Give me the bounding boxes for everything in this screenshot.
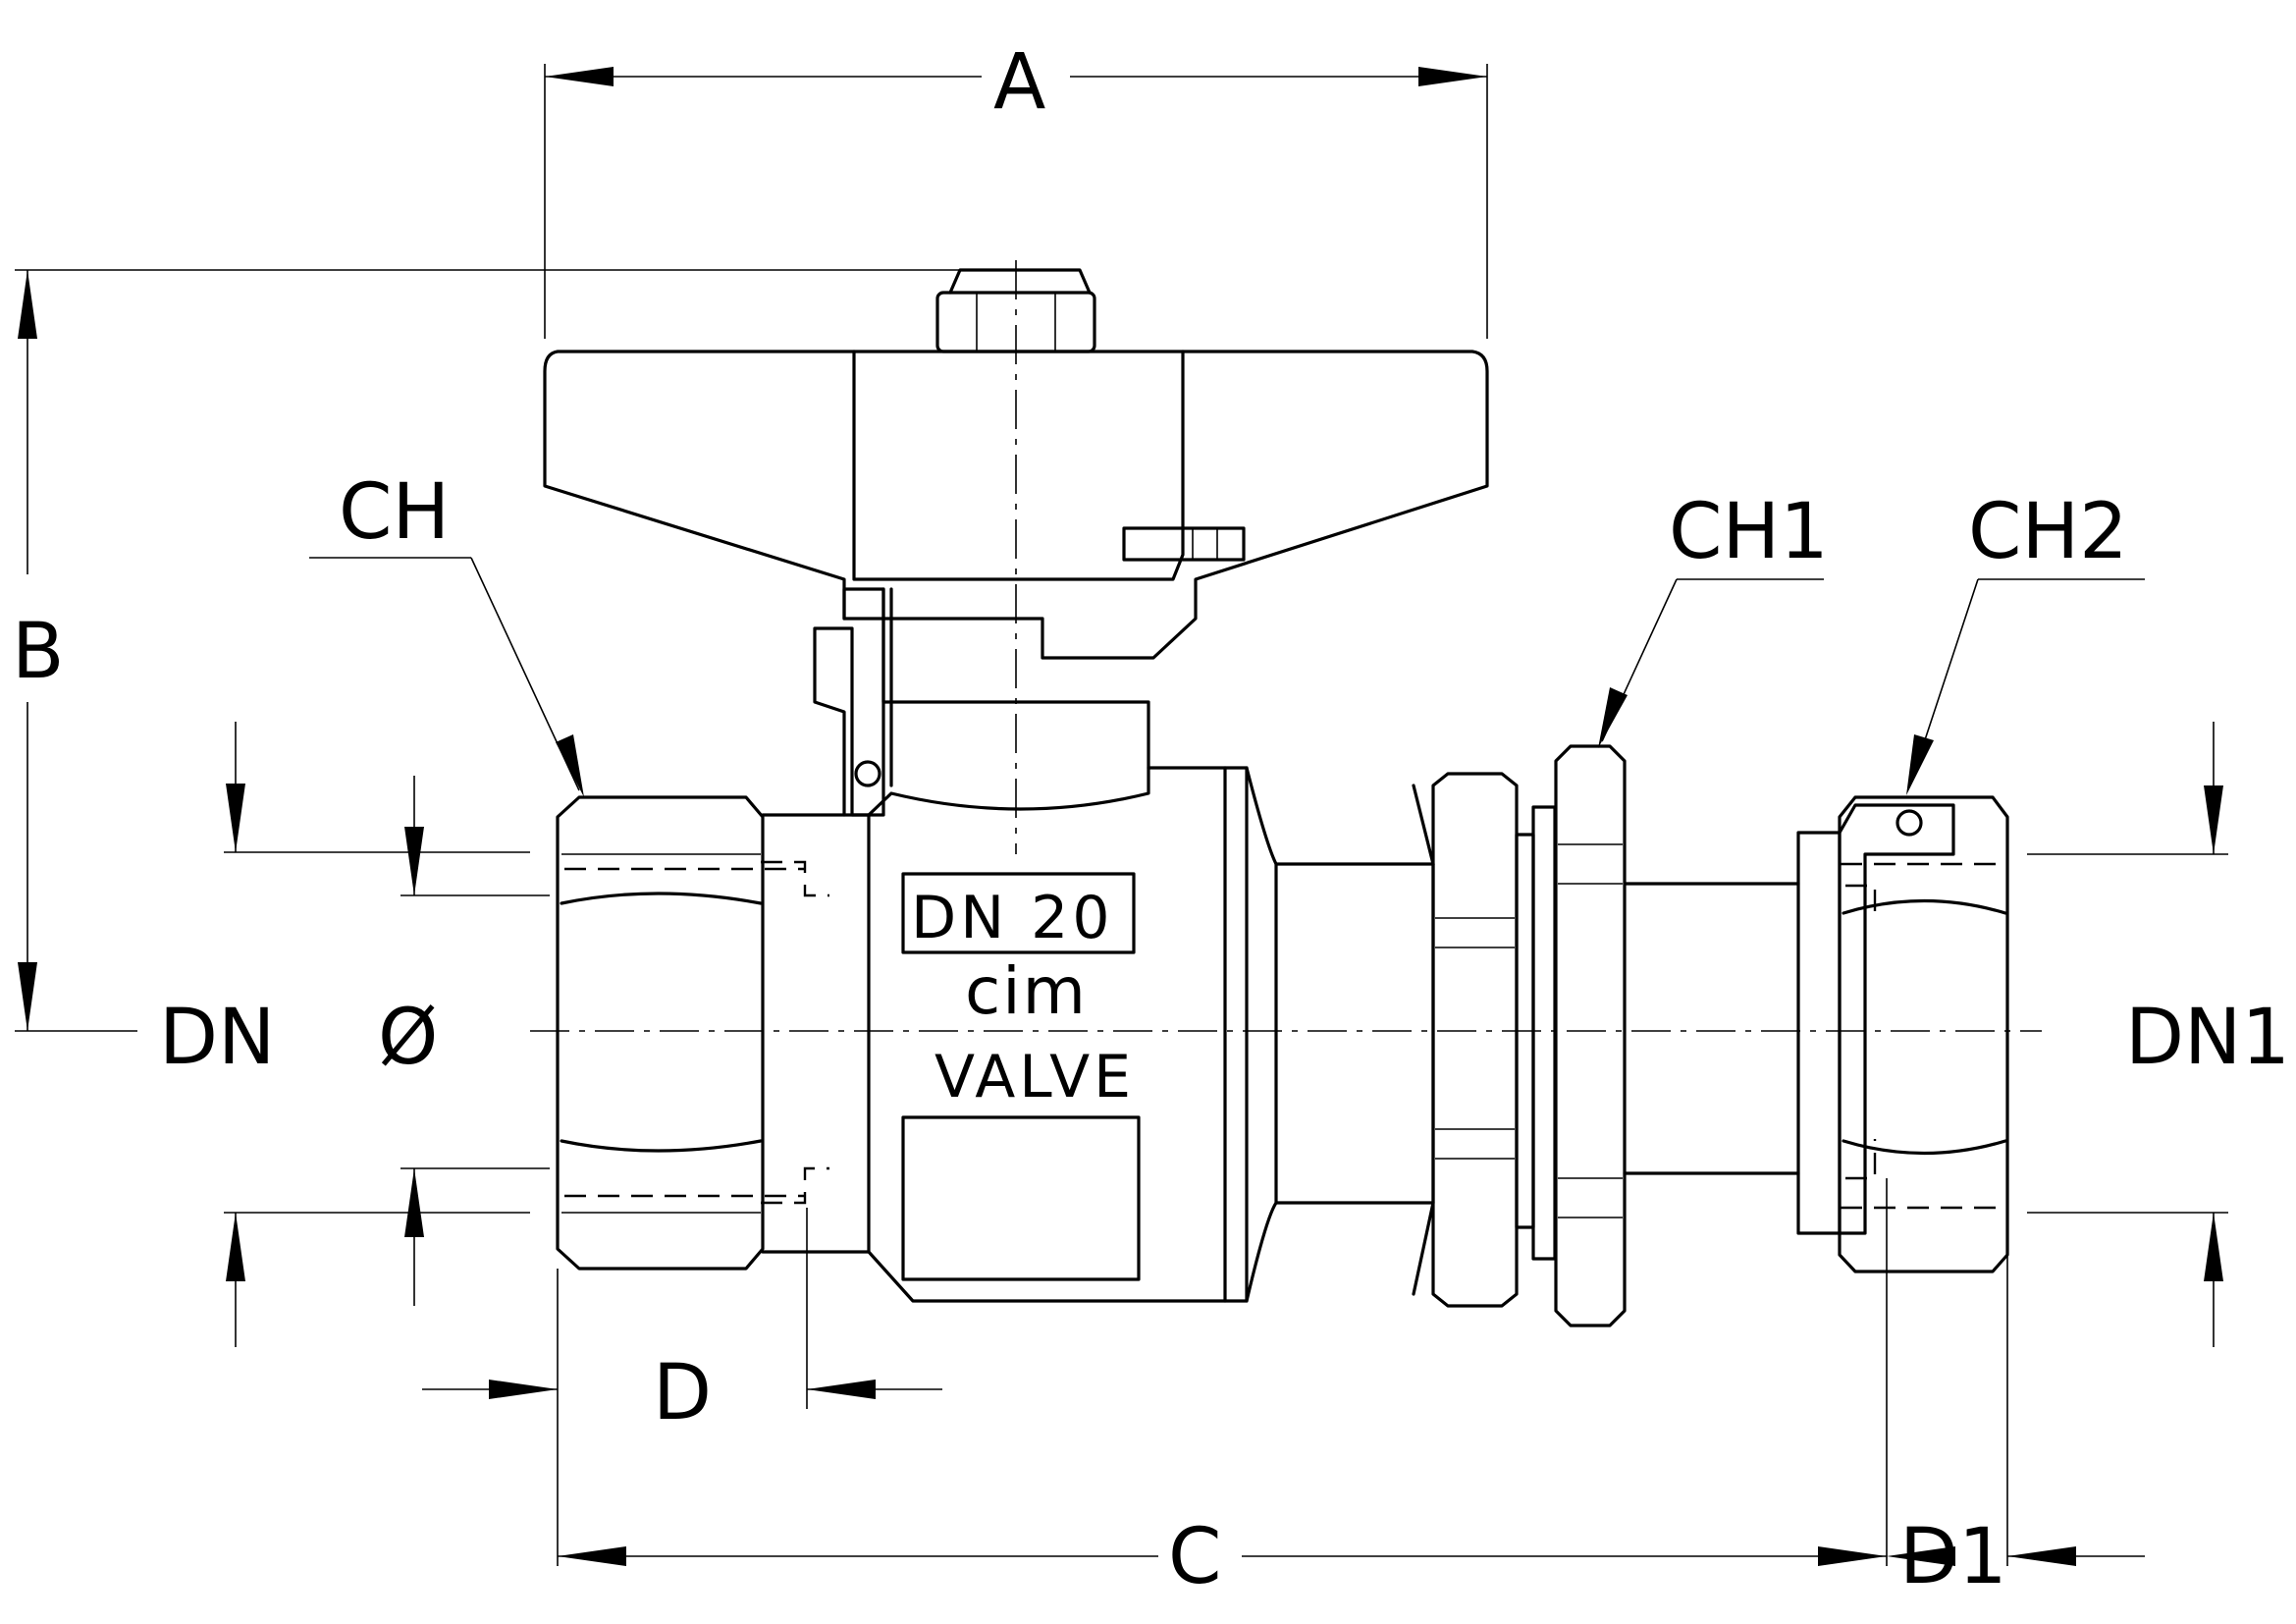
tube-collar [1796,831,1842,1235]
dim-phi-arrow-top [404,827,424,895]
ch2-nut-flat-top [1842,898,2007,915]
left-hex-outline [556,795,765,1271]
ch1-nut-outline [1554,744,1627,1327]
handle-stop-tab [1122,526,1246,562]
union-hex-1 [1431,772,1519,1308]
body-size-marking: DN 20 [911,884,1114,952]
dim-dn-label: DN [159,994,275,1082]
union-hex-1-chamfer-top [1412,784,1435,866]
ch2-locking-clip [1838,803,1955,1235]
leader-ch2: CH2 [1906,488,2145,795]
union-section [1274,772,1557,1308]
bonnet-body [881,587,1150,770]
body-right-shoulder [1245,766,1278,1303]
dim-dn1-arrow-bottom [2204,1213,2223,1281]
dimension-dn1: DN1 [2027,722,2290,1347]
ch1-hex-nut [1554,744,1627,1327]
bonnet-left-tab [813,587,885,817]
stem-nut [935,268,1096,353]
dim-dn1-label: DN1 [2125,994,2290,1082]
dim-a-label: A [993,38,1045,127]
dim-phi-label: Ø [378,994,438,1082]
leader-ch1-label: CH1 [1669,488,1829,576]
body-left-neck [761,813,871,1254]
leader-ch1-arrow [1598,687,1628,748]
leader-ch: CH [309,468,584,797]
left-hex-flat-top [560,892,763,905]
dimension-dn: DN [159,722,530,1347]
dim-d-label: D [653,1349,712,1437]
body-brand-marking: cim [965,953,1088,1029]
stem-nut-body [935,291,1096,353]
dim-b-arrow-top [18,270,37,339]
dimension-a: A [544,38,1488,339]
left-hex-flat-bottom [560,1139,763,1153]
center-lines [530,260,2042,1032]
valve-body: DN 20 cim VALVE [761,766,1278,1303]
bonnet-detent-pin [854,760,881,787]
dim-d-arrow-right [807,1380,876,1399]
ch2-bore-bottom [1845,1139,1877,1180]
tailpiece-tube [1623,831,1842,1235]
ch2-nut-flat-bottom [1842,1139,2007,1156]
dim-dn-arrow-bottom [226,1213,245,1281]
dim-d1-arrow-left [1887,1546,1955,1566]
dim-c-arrow-right [1818,1546,1887,1566]
dim-d-arrow-left [489,1380,558,1399]
stem-nut-cap [948,268,1092,295]
union-washer-inner [1515,833,1535,1229]
dim-dn-arrow-top [226,784,245,852]
handle-outline [543,350,1489,660]
handle-center-plate [852,350,1185,581]
ch2-right-nut [1838,795,2009,1273]
leader-ch-label: CH [339,468,450,557]
ch2-bore-top [1845,884,1877,923]
body-valve-marking: VALVE [934,1043,1135,1111]
body-marking-plate-bottom [901,1115,1141,1281]
dim-d1-arrow-right [2007,1546,2076,1566]
dim-d1-label: D1 [1899,1513,2007,1601]
leader-ch2-label: CH2 [1968,488,2128,576]
dimension-d1: D1 [1887,1255,2145,1601]
butterfly-handle [543,350,1489,660]
leader-ch-arrow [556,734,584,797]
dim-phi-arrow-bottom [404,1168,424,1237]
body-marking-plate-top [901,872,1136,954]
dim-c-arrow-left [558,1546,626,1566]
dim-a-arrow-right [1418,67,1487,86]
union-hex-1-chamfer-bottom [1412,1201,1435,1296]
dimension-d: D [422,1208,942,1566]
left-bore-top [761,860,829,897]
dim-a-arrow-left [545,67,614,86]
leader-ch1: CH1 [1598,488,1829,748]
dimension-b: B [12,269,991,1032]
ch2-nut-outline [1838,795,2009,1273]
dim-b-arrow-bottom [18,962,37,1031]
dimension-phi: Ø [378,776,550,1306]
union-washer [1531,805,1557,1261]
dim-dn1-arrow-top [2204,785,2223,854]
body-outline [867,766,1249,1303]
dimension-c: C [558,1178,1888,1601]
dim-c-label: C [1168,1513,1221,1601]
dim-b-label: B [12,608,65,696]
left-hex-end [556,795,829,1271]
ch2-clip-hole [1896,809,1923,837]
leader-ch2-arrow [1906,734,1934,795]
bonnet [813,587,1150,817]
union-neck [1274,862,1435,1205]
left-bore-bottom [761,1166,829,1205]
